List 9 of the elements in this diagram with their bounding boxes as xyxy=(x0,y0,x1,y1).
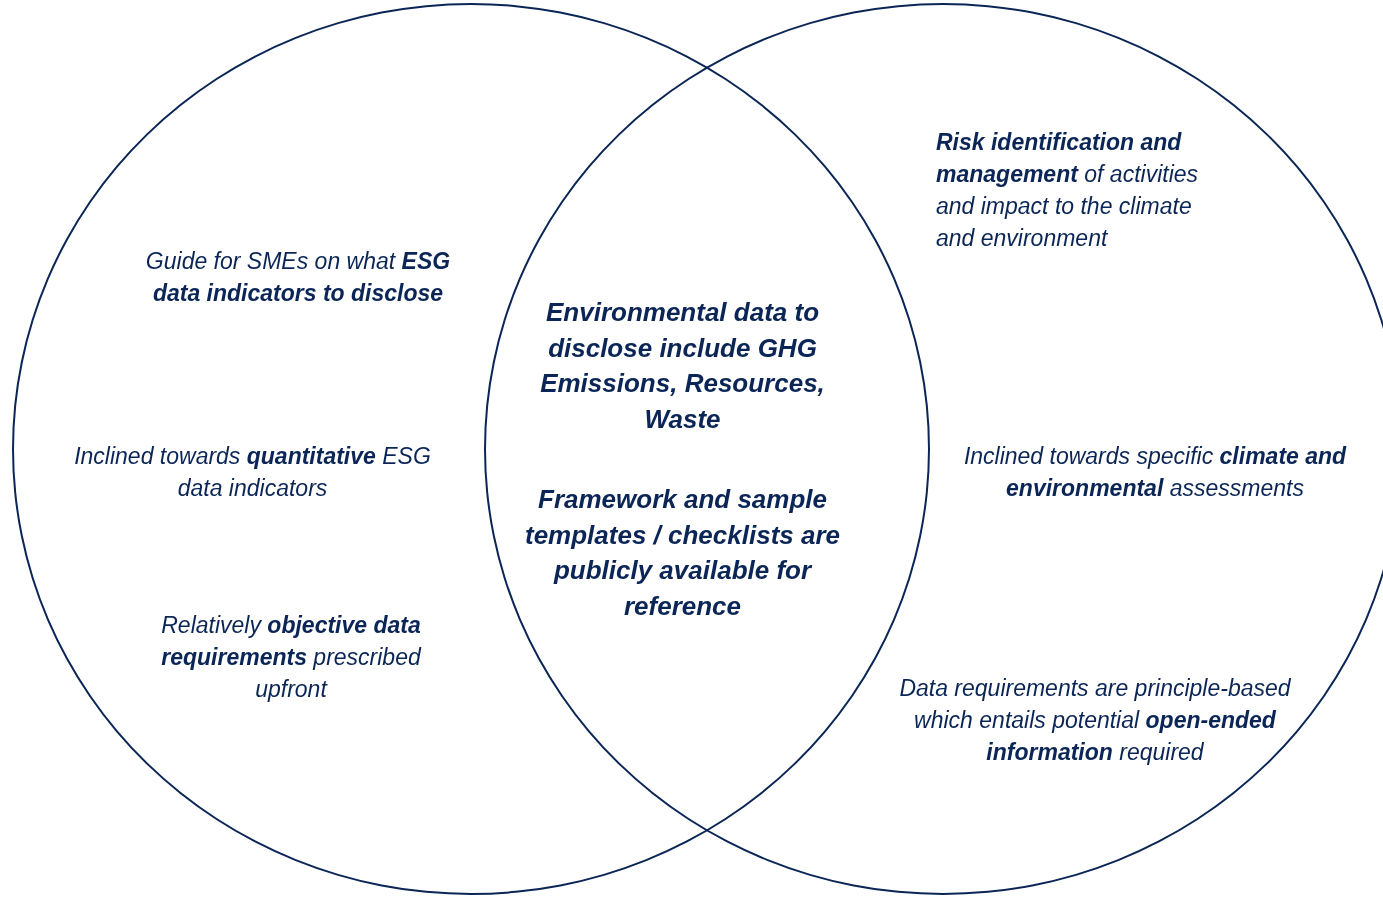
requirement-text: Data requirements are principle-based which entails potential open-ended information required xyxy=(898,674,1292,767)
guidance-text: Risk identification and management of activities and impact to the climate and environment xyxy=(936,128,1200,253)
overlap-text: Environmental data to disclose include GHG Emissions, Resources, Waste xyxy=(539,296,826,436)
indicator-text: Inclined towards quantitative ESG data indicators xyxy=(73,442,432,503)
venn-circle xyxy=(484,3,1383,895)
requirement-text: Relatively objective data requirements prescribed upfront xyxy=(160,611,423,704)
guidance-text: Guide for SMEs on what ESG data indicators to disclose xyxy=(144,247,452,308)
indicator-text: Inclined towards specific climate and environmental assessments xyxy=(962,442,1348,503)
overlap-text: Framework and sample templates / checklists are publicly available for reference xyxy=(523,483,842,623)
